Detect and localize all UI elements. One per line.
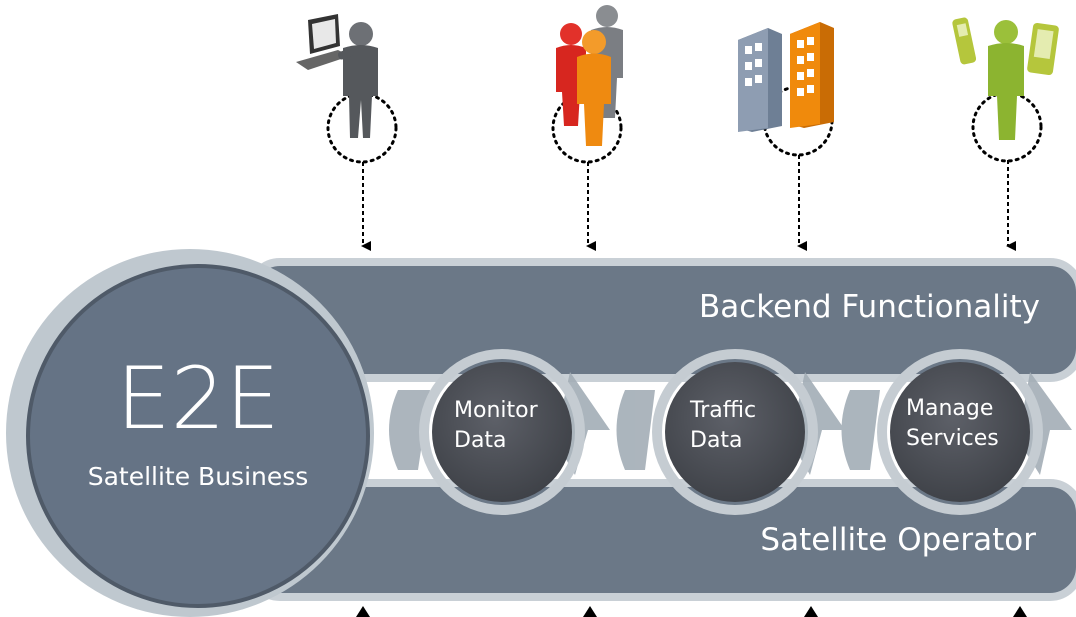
user-connectors (361, 155, 1016, 251)
cycle-arrow-left-2 (616, 390, 655, 470)
office-buildings-icon (738, 22, 834, 132)
process-node-traffic (652, 349, 818, 515)
process-node-manage (877, 349, 1043, 515)
process-traffic-line1: Traffic (690, 398, 757, 423)
hub-subtitle: Satellite Business (87, 462, 309, 491)
process-manage-line1: Manage (906, 396, 994, 421)
user-group-icon (556, 5, 623, 146)
user-with-laptop-icon (296, 14, 378, 138)
foot-circles (326, 85, 1043, 164)
e2e-hub (6, 249, 374, 617)
mobile-user-icon (952, 17, 1059, 140)
operator-band-label: Satellite Operator (760, 522, 1036, 558)
process-label-monitor: Monitor Data (450, 396, 558, 455)
process-monitor-line2: Data (454, 427, 507, 453)
process-monitor-line1: Monitor (454, 398, 538, 423)
cycle-arrow-left-1 (389, 390, 430, 470)
process-label-manage: Manage Services (906, 394, 1016, 453)
hub-title: E2E (116, 349, 280, 449)
process-node-monitor (419, 349, 585, 515)
process-manage-line2: Services (906, 425, 999, 451)
process-traffic-line2: Data (690, 427, 743, 453)
backend-band-label: Backend Functionality (699, 289, 1040, 325)
process-label-traffic: Traffic Data (690, 396, 780, 455)
bottom-arrow-tips (356, 606, 1027, 617)
cycle-arrow-left-3 (841, 390, 880, 470)
